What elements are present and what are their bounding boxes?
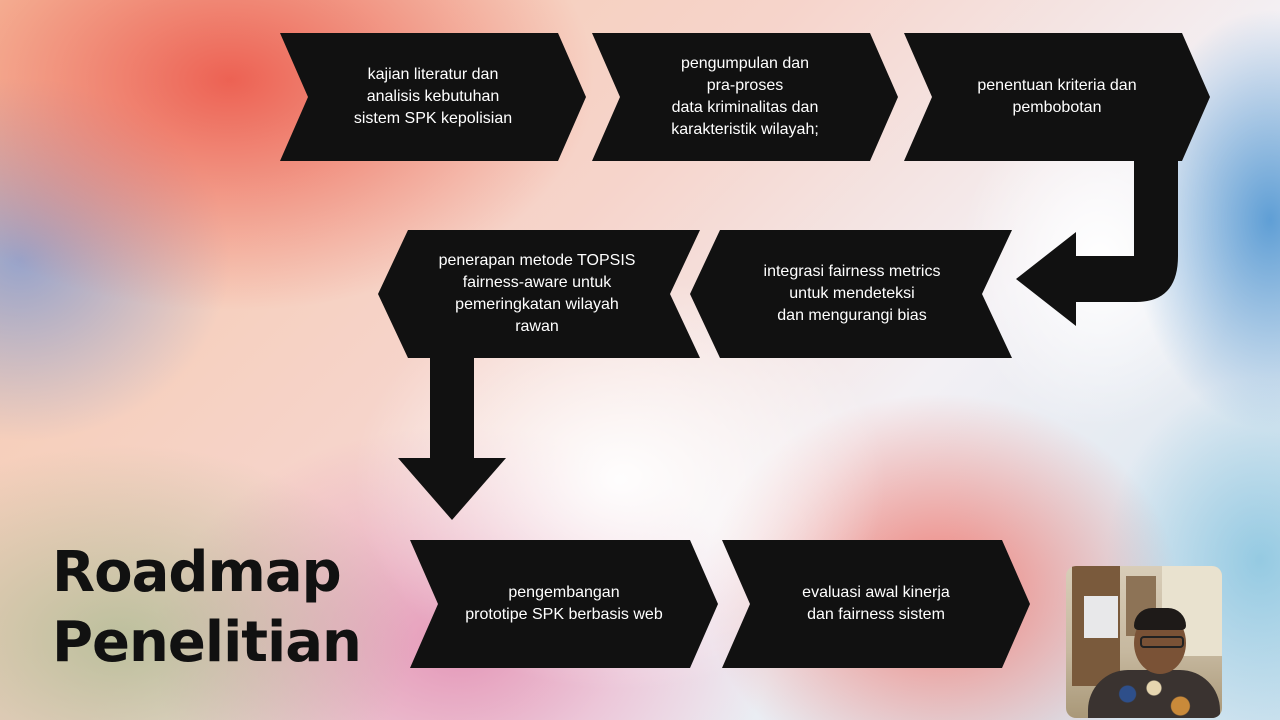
title-line-1: Roadmap (52, 540, 342, 605)
step-3-chevron: penentuan kriteria dan pembobotan (904, 33, 1210, 161)
step-7-chevron: evaluasi awal kinerja dan fairness siste… (722, 540, 1030, 668)
wall-poster-shape (1084, 596, 1118, 638)
step-5-chevron: penerapan metode TOPSIS fairness-aware u… (378, 230, 700, 358)
chevron-left-shape (690, 230, 1012, 358)
down-arrow (398, 356, 506, 520)
step-2-label: pengumpulan dan pra-proses data kriminal… (671, 55, 819, 138)
step-1-label: kajian literatur dan analisis kebutuhan … (353, 66, 513, 127)
page-title: Roadmap Penelitian (52, 538, 362, 678)
step-7-label: evaluasi awal kinerja dan fairness siste… (802, 584, 950, 623)
chevron-right-shape (280, 33, 586, 161)
presenter-hair-shape (1134, 608, 1186, 630)
glasses-icon (1140, 636, 1184, 648)
elbow-arrow-right-to-left (1016, 160, 1178, 326)
step-1-chevron: kajian literatur dan analisis kebutuhan … (280, 33, 586, 161)
presenter-webcam-image (1066, 566, 1222, 718)
step-6-label: pengembangan prototipe SPK berbasis web (465, 584, 663, 623)
step-4-chevron: integrasi fairness metrics untuk mendete… (690, 230, 1012, 358)
step-2-chevron: pengumpulan dan pra-proses data kriminal… (592, 33, 898, 161)
chevron-right-shape (410, 540, 718, 668)
step-6-chevron: pengembangan prototipe SPK berbasis web (410, 540, 718, 668)
presenter-body-shape (1088, 670, 1220, 718)
title-line-2: Penelitian (52, 610, 362, 675)
chevron-left-shape (378, 230, 700, 358)
chevron-right-shape (904, 33, 1210, 161)
step-3-label: penentuan kriteria dan pembobotan (977, 77, 1137, 116)
chevron-right-shape (722, 540, 1030, 668)
step-5-label: penerapan metode TOPSIS fairness-aware u… (438, 252, 636, 335)
step-4-label: integrasi fairness metrics untuk mendete… (763, 263, 941, 324)
chevron-right-shape (592, 33, 898, 161)
